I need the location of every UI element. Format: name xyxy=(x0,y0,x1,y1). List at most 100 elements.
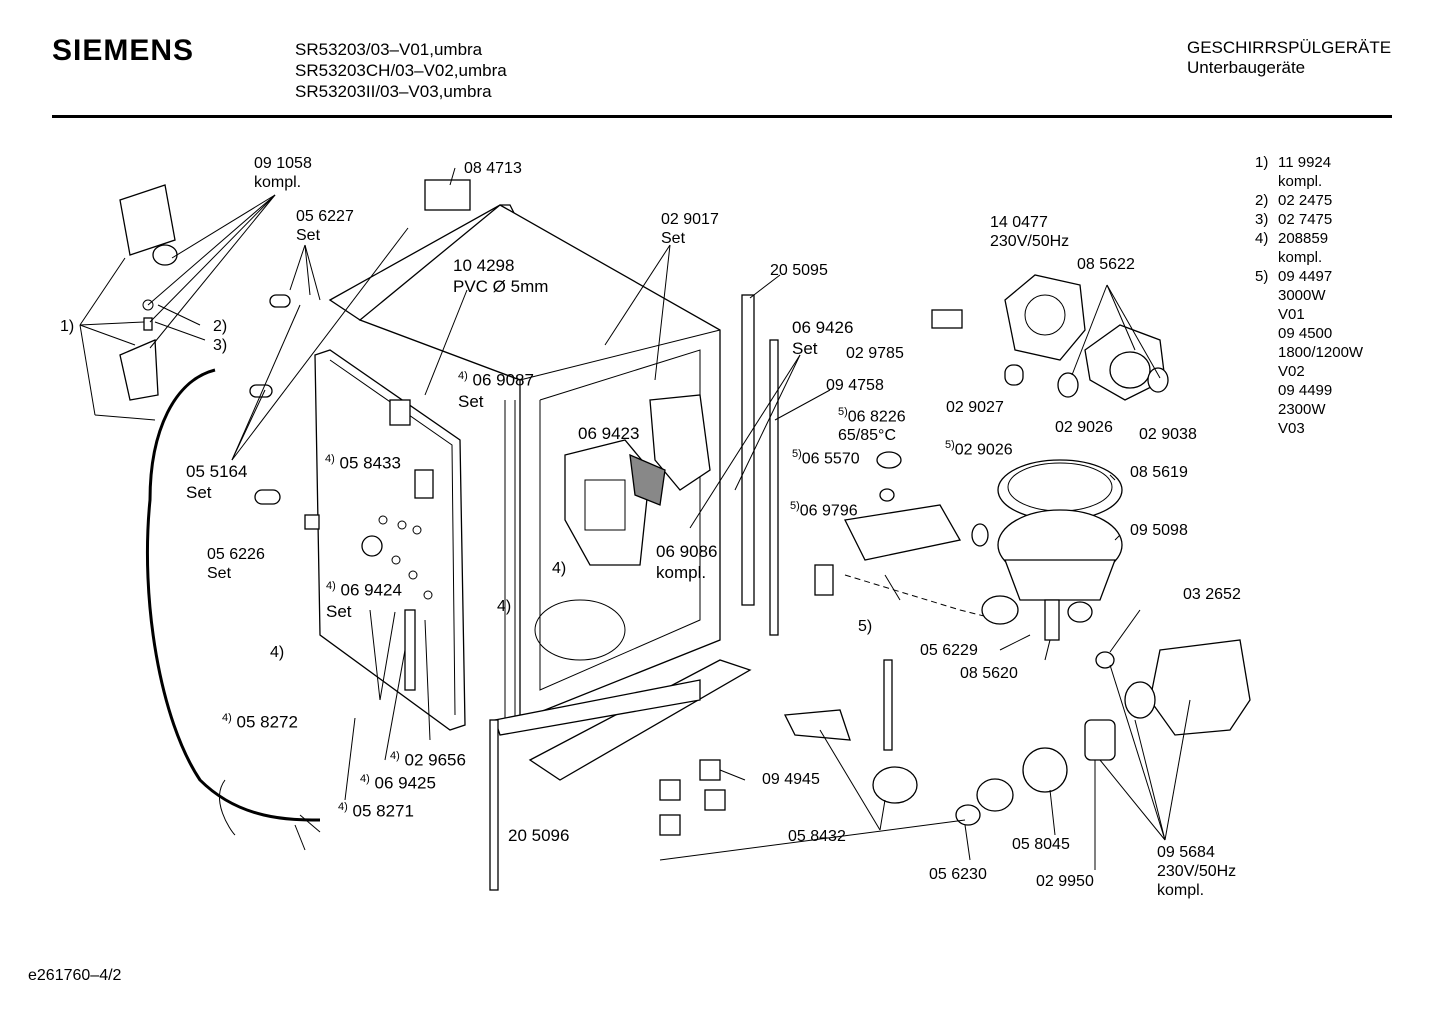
marker-4b: 4) xyxy=(497,598,512,615)
footnote-5-line-9: V03 xyxy=(1278,420,1305,437)
footnote-5-mark: 5) xyxy=(1255,268,1269,285)
marker-3: 3) xyxy=(213,337,228,354)
sensor-cables-drawing xyxy=(659,709,918,836)
label-058432: 05 8432 xyxy=(788,827,846,846)
label-094945: 09 4945 xyxy=(762,770,820,789)
label-069086: 06 9086 kompl. xyxy=(656,541,717,583)
footnote-3-mark: 3) xyxy=(1255,211,1269,228)
label-029026a-num: 02 9026 xyxy=(1055,419,1113,436)
label-029017: 02 9017 Set xyxy=(661,210,719,248)
footnote-1-mark: 1) xyxy=(1255,154,1269,171)
label-095098: 09 5098 xyxy=(1130,521,1188,540)
footnote-2-mark: 2) xyxy=(1255,192,1269,209)
label-058272-num: 05 8272 xyxy=(236,712,298,732)
label-084713-num: 08 4713 xyxy=(464,160,522,177)
document-code: e261760–4/2 xyxy=(28,967,122,984)
label-056229-num: 05 6229 xyxy=(920,642,978,659)
label-069426: 06 9426 Set xyxy=(792,317,853,359)
footnote-3: 3) 02 7475 xyxy=(1255,210,1332,229)
label-032652: 03 2652 xyxy=(1183,585,1241,604)
marker-4a: 4) xyxy=(552,560,567,577)
label-069424: 4) 06 9424 Set xyxy=(326,576,402,622)
label-065570-num: 06 5570 xyxy=(801,450,860,468)
label-095684: 09 5684 230V/50Hz kompl. xyxy=(1157,843,1236,900)
label-091058-sub: kompl. xyxy=(254,174,302,191)
label-058045-num: 05 8045 xyxy=(1012,836,1070,853)
footnote-1-line-2: kompl. xyxy=(1278,173,1323,190)
heater-drawing xyxy=(814,451,1001,621)
label-029785: 02 9785 xyxy=(846,344,904,363)
footnote-5-line-7: 09 4499 xyxy=(1278,382,1333,399)
inlet-valve-drawing xyxy=(1095,639,1251,736)
footnote-4-line-2: kompl. xyxy=(1278,249,1323,266)
label-069424-sub: Set xyxy=(326,601,352,621)
label-069087: 4) 06 9087 Set xyxy=(458,366,534,412)
footnote-5-line-5: 1800/1200W xyxy=(1278,344,1364,361)
label-068226: 5)06 8226 65/85°C xyxy=(838,403,906,445)
outlet-fittings-drawing xyxy=(955,719,1116,826)
label-056230-num: 05 6230 xyxy=(929,866,987,883)
label-029017-sub: Set xyxy=(661,230,686,247)
footnote-4: 4) 208859 kompl. xyxy=(1255,229,1328,267)
label-085619-num: 08 5619 xyxy=(1130,464,1188,481)
label-056227-num: 05 6227 xyxy=(296,208,354,225)
label-205095-num: 20 5095 xyxy=(770,262,828,279)
label-029656-num: 02 9656 xyxy=(404,750,466,770)
hoses-drawing xyxy=(119,179,471,851)
footnote-3-line-1: 02 7475 xyxy=(1278,211,1333,228)
label-056226-num: 05 6226 xyxy=(207,546,265,563)
model-line-3: SR53203II/03–V03,umbra xyxy=(295,82,492,101)
label-058272-mark: 4) xyxy=(222,712,232,724)
leader-lines xyxy=(79,167,1191,870)
label-065570-mark: 5) xyxy=(792,448,802,460)
label-029026b-mark: 5) xyxy=(945,439,955,451)
label-029950-num: 02 9950 xyxy=(1036,873,1094,890)
label-058272: 4) 05 8272 xyxy=(222,709,298,732)
label-055164: 05 5164 Set xyxy=(186,461,247,503)
label-068226-mark: 5) xyxy=(838,406,848,418)
label-069796-num: 06 9796 xyxy=(799,502,858,520)
label-069086-sub: kompl. xyxy=(656,563,707,582)
label-069423: 06 9423 xyxy=(578,424,639,443)
label-056226: 05 6226 Set xyxy=(207,545,265,583)
footnote-1-line-1: 11 9924 xyxy=(1278,154,1332,171)
marker-2: 2) xyxy=(213,318,228,335)
label-069424-mark: 4) xyxy=(326,580,336,592)
label-140477: 14 0477 230V/50Hz xyxy=(990,213,1069,251)
footnote-5-line-3: V01 xyxy=(1278,306,1305,323)
label-029017-num: 02 9017 xyxy=(661,211,719,228)
label-029038: 02 9038 xyxy=(1139,425,1197,444)
label-029950: 02 9950 xyxy=(1036,872,1094,891)
label-068226-sub: 65/85°C xyxy=(838,427,896,445)
footnote-2-line-1: 02 2475 xyxy=(1278,192,1333,209)
label-205096: 20 5096 xyxy=(508,826,569,845)
label-069087-mark: 4) xyxy=(458,370,468,382)
dispenser-drawing xyxy=(564,394,711,566)
label-056227: 05 6227 Set xyxy=(296,207,354,245)
label-085620-num: 08 5620 xyxy=(960,665,1018,682)
label-085620: 08 5620 xyxy=(960,664,1018,683)
label-069087-num: 06 9087 xyxy=(472,370,534,390)
label-056227-sub: Set xyxy=(296,227,321,244)
label-084713: 08 4713 xyxy=(464,159,522,178)
label-068226-num: 06 8226 xyxy=(847,408,906,426)
label-069425: 4) 06 9425 xyxy=(360,770,436,793)
label-029656-mark: 4) xyxy=(390,750,400,762)
footnote-4-line-1: 208859 xyxy=(1278,230,1329,247)
model-line-2: SR53203CH/03–V02,umbra xyxy=(295,61,507,80)
marker-1: 1) xyxy=(60,318,75,335)
label-085622: 08 5622 xyxy=(1077,255,1135,274)
label-058271-mark: 4) xyxy=(338,801,348,813)
label-085622-num: 08 5622 xyxy=(1077,256,1135,273)
marker-4c: 4) xyxy=(270,644,285,661)
label-095684-sub2: kompl. xyxy=(1157,882,1205,899)
label-095684-num: 09 5684 xyxy=(1157,844,1215,861)
label-069086-num: 06 9086 xyxy=(656,542,718,561)
label-094945-num: 09 4945 xyxy=(762,771,820,788)
label-140477-sub: 230V/50Hz xyxy=(990,233,1070,250)
label-029038-num: 02 9038 xyxy=(1139,426,1197,443)
model-line-1: SR53203/03–V01,umbra xyxy=(295,40,483,59)
label-069796: 5)06 9796 xyxy=(790,497,858,520)
brand-logo: SIEMENS xyxy=(52,34,195,67)
label-094758-num: 09 4758 xyxy=(826,377,884,394)
